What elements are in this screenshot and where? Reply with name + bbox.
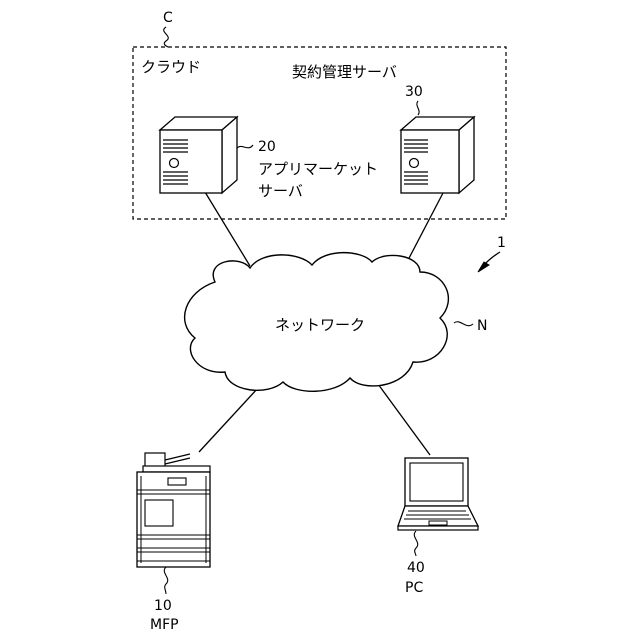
pc-laptop-icon [398, 458, 478, 530]
mfp-ref-leader [164, 567, 167, 594]
cloud-label: クラウド [141, 58, 201, 76]
contract-server-icon [401, 117, 474, 193]
appmarket-server-label-line2: サーバ [258, 182, 303, 200]
pc-ref: 40 [407, 560, 425, 576]
appmarket-server-ref: 20 [258, 139, 276, 155]
mfp-label: MFP [150, 617, 179, 633]
mfp-ref: 10 [154, 598, 172, 614]
pc-ref-leader [414, 531, 417, 556]
system-ref-arrow [478, 252, 500, 272]
link-network-pc [378, 384, 430, 455]
contract-server-ref-leader [417, 101, 419, 115]
appmarket-server-icon [160, 117, 237, 193]
link-appmarket-network [205, 192, 250, 266]
link-contract-network [407, 193, 443, 262]
mfp-icon [137, 453, 210, 567]
contract-server-label: 契約管理サーバ [292, 63, 397, 81]
network-ref-leader [454, 322, 473, 326]
system-ref: 1 [497, 235, 506, 251]
network-ref: N [477, 318, 487, 334]
appmarket-server-label-line1: アプリマーケット [258, 160, 378, 178]
cloud-ref-label: C [163, 10, 173, 26]
contract-server-ref: 30 [405, 84, 423, 100]
appmarket-server-ref-leader [237, 145, 253, 148]
pc-label: PC [405, 580, 423, 596]
cloud-ref-leader [164, 27, 169, 47]
link-network-mfp [199, 388, 258, 452]
network-label: ネットワーク [275, 316, 365, 334]
